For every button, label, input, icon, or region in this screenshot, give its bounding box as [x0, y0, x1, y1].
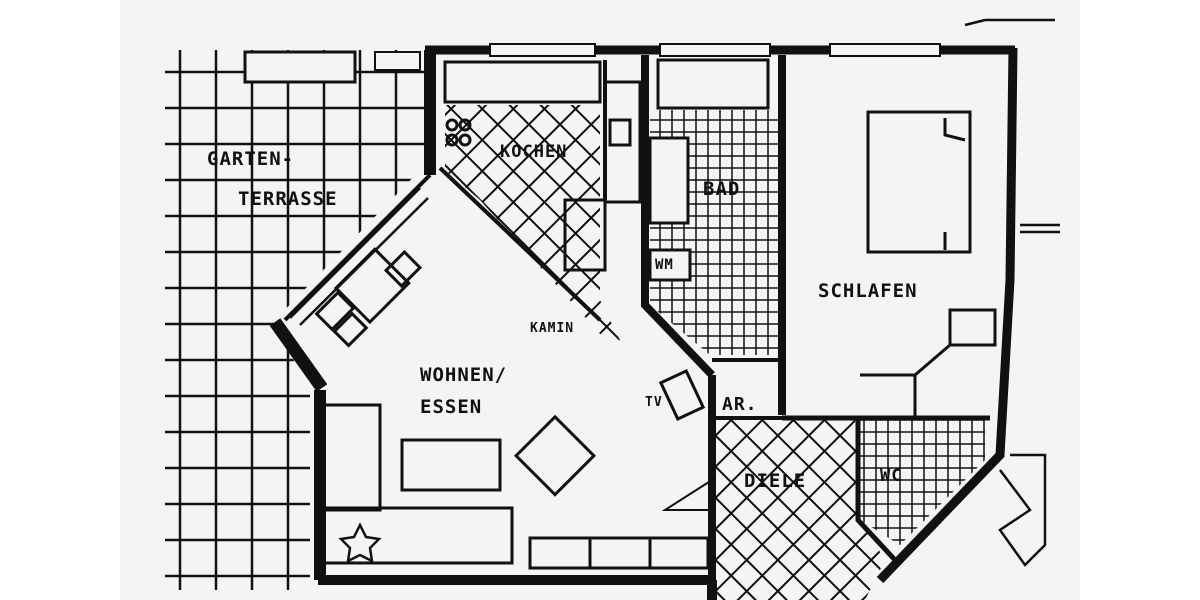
- bath-fixtures: [648, 58, 770, 282]
- coffee-table: [400, 438, 502, 492]
- armchair: [513, 414, 597, 497]
- label-wc: WC: [880, 466, 903, 486]
- windows: [489, 43, 941, 57]
- dining-table: [314, 247, 423, 348]
- label-bad: BAD: [703, 178, 741, 200]
- door-swing: [661, 479, 713, 511]
- label-wm: WM: [655, 257, 674, 273]
- label-diele: DIELE: [744, 470, 807, 492]
- wardrobe: [860, 308, 997, 418]
- tv-unit: [658, 368, 706, 422]
- plant-icon: [338, 522, 382, 564]
- wc-floor: [860, 420, 985, 545]
- label-ar: AR.: [722, 394, 758, 415]
- kitchen-counter: [443, 60, 642, 272]
- label-wohnen-essen-1: WOHNEN/: [420, 364, 508, 386]
- label-kamin: KAMIN: [530, 321, 575, 336]
- label-garten-terrasse-2: TERRASSE: [238, 188, 338, 210]
- balcony-rail: [964, 18, 1060, 567]
- planter-box: [374, 51, 421, 71]
- label-garten-terrasse-1: GARTEN-: [207, 148, 295, 170]
- label-wohnen-essen-2: ESSEN: [420, 396, 483, 418]
- bed: [866, 110, 972, 254]
- label-kochen: KOCHEN: [500, 142, 568, 162]
- terrace-tiles: [165, 50, 425, 590]
- kitchen-floor: [445, 105, 620, 345]
- sofa: [318, 403, 514, 565]
- label-schlafen: SCHLAFEN: [818, 280, 918, 302]
- planter-box: [243, 50, 357, 84]
- label-tv: TV: [645, 395, 663, 410]
- sideboard: [528, 536, 710, 570]
- hall-floor: [712, 420, 885, 600]
